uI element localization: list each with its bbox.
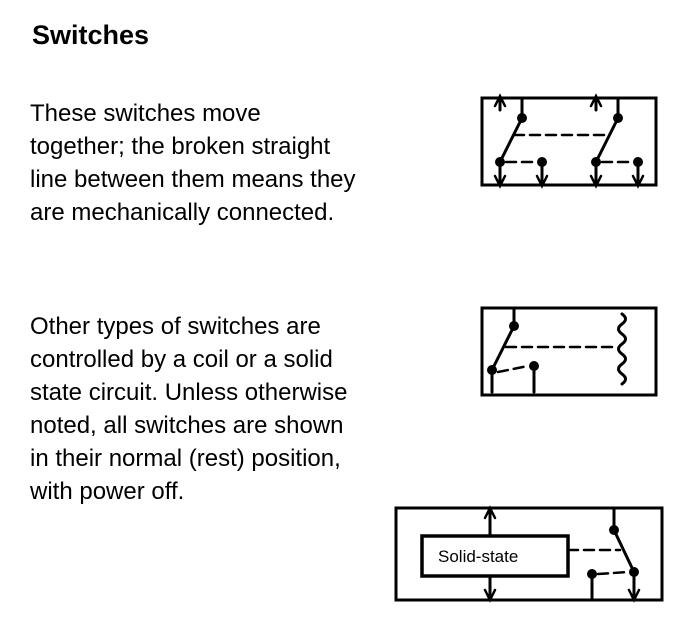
- text-line: Other types of switches are: [30, 313, 321, 340]
- text-line: line between them means they: [30, 166, 356, 193]
- switch-pivot: [487, 365, 497, 375]
- ganged-switch-diagram: [480, 93, 658, 189]
- diagram-frame: [480, 96, 658, 187]
- coil-symbol: [617, 312, 627, 386]
- text-line: These switches move: [30, 100, 261, 127]
- text-line: controlled by a coil or a solid: [30, 346, 333, 373]
- switch-pivot: [495, 157, 505, 167]
- switch-blade: [612, 528, 636, 574]
- switch-contact: [509, 321, 519, 331]
- diagram-frame: [480, 306, 658, 397]
- text-line: are mechanically connected.: [30, 199, 335, 226]
- diagram-frame: [394, 506, 664, 602]
- switch-blade: [594, 116, 620, 164]
- solid-state-box: [420, 534, 570, 578]
- text-line: in their normal (rest) position,: [30, 445, 341, 472]
- text-line: noted, all switches are shown: [30, 412, 344, 439]
- description-controlled-switches: Other types of switches are controlled b…: [30, 310, 347, 508]
- switch-blade: [498, 116, 524, 164]
- solid-state-switch-diagram: Solid-state: [394, 505, 664, 603]
- text-line: with power off.: [30, 478, 185, 505]
- switch-contact: [613, 113, 623, 123]
- coil-switch-diagram: [480, 306, 658, 397]
- description-ganged-switches: These switches move together; the broken…: [30, 97, 356, 229]
- switch-pivot: [591, 157, 601, 167]
- switch-contact: [517, 113, 527, 123]
- switch-blade: [490, 324, 516, 372]
- text-line: state circuit. Unless otherwise: [30, 379, 348, 406]
- text-line: together; the broken straight: [30, 133, 331, 160]
- solid-state-label: Solid-state: [438, 547, 518, 566]
- page-title: Switches: [32, 20, 150, 50]
